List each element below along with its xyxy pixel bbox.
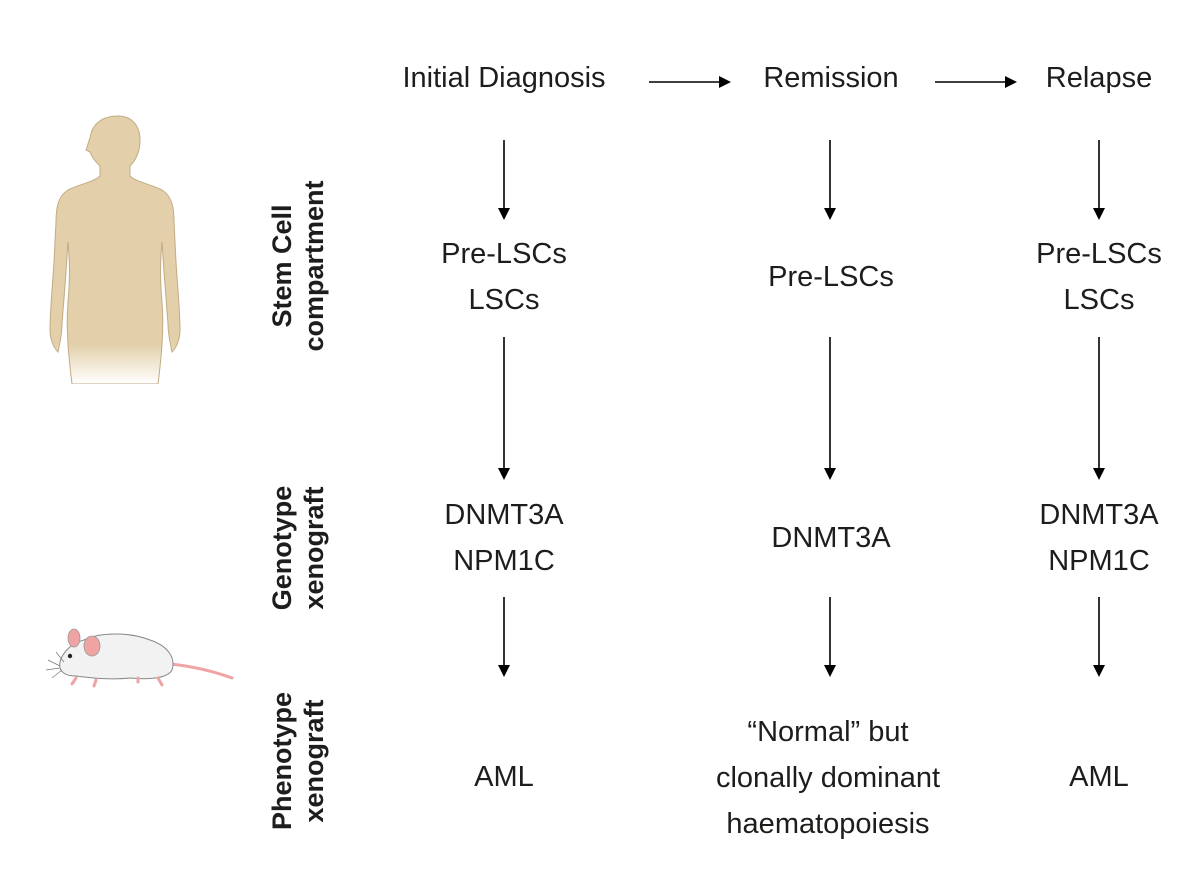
stem-cell-relapse: Pre-LSCs LSCs xyxy=(1036,231,1162,323)
phenotype-remission: “Normal” but clonally dominant haematopo… xyxy=(716,709,940,847)
stage-relapse: Relapse xyxy=(1045,62,1153,94)
genotype-relapse: DNMT3A NPM1C xyxy=(1039,492,1158,584)
phenotype-diagnosis: AML xyxy=(474,754,534,800)
cell-line: Pre-LSCs xyxy=(768,261,894,293)
genotype-remission: DNMT3A xyxy=(771,515,890,561)
cell-line: AML xyxy=(1069,761,1129,793)
cell-line: Pre-LSCs xyxy=(1036,238,1162,270)
cell-line: haematopoiesis xyxy=(726,808,930,840)
stage-initial-diagnosis: Initial Diagnosis xyxy=(402,62,606,94)
cell-line: Pre-LSCs xyxy=(441,238,567,270)
stage-remission: Remission xyxy=(763,62,899,94)
cell-line: LSCs xyxy=(1063,284,1135,316)
cell-line: NPM1C xyxy=(453,545,555,577)
cell-line: LSCs xyxy=(468,284,540,316)
cell-line: AML xyxy=(474,761,534,793)
cell-line: NPM1C xyxy=(1048,545,1150,577)
human-silhouette-icon xyxy=(49,115,181,384)
phenotype-relapse: AML xyxy=(1069,754,1129,800)
cell-line: “Normal” but xyxy=(747,716,909,748)
stem-cell-diagnosis: Pre-LSCs LSCs xyxy=(441,231,567,323)
stem-cell-remission: Pre-LSCs xyxy=(768,254,894,300)
cell-line: DNMT3A xyxy=(444,499,564,531)
mouse-icon xyxy=(45,628,234,688)
cell-line: DNMT3A xyxy=(1039,499,1159,531)
cell-line: clonally dominant xyxy=(715,762,941,794)
genotype-diagnosis: DNMT3A NPM1C xyxy=(444,492,563,584)
cell-line: DNMT3A xyxy=(771,522,891,554)
